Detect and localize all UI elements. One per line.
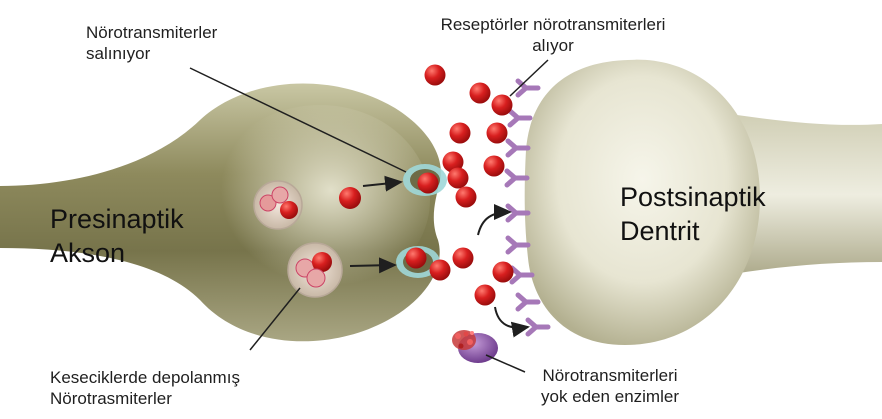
- label-vesicle-line1: Keseciklerde depolanmış: [50, 368, 240, 387]
- neurotransmitter-molecule: [442, 151, 464, 173]
- receptor: [504, 168, 530, 188]
- neurotransmitter-group: [405, 64, 514, 306]
- label-receptor-line1: Reseptörler nörotransmiterleri: [440, 15, 666, 34]
- arrow-vesicle-upper: [362, 175, 403, 192]
- label-vesicle: Keseciklerde depolanmış Nörotrasmiterler: [50, 367, 240, 409]
- neurotransmitter-molecule: [417, 172, 439, 194]
- label-receptor-line2: alıyor: [532, 36, 574, 55]
- label-receptor: Reseptörler nörotransmiterleri alıyor: [393, 14, 713, 56]
- neurotransmitter-molecule: [474, 284, 496, 306]
- label-release: Nörotransmiterler salınıyor: [86, 22, 217, 64]
- postsynaptic-dendrite: [524, 59, 882, 346]
- receptor: [505, 138, 531, 158]
- label-presynaptic-line1: Presinaptik: [50, 204, 184, 234]
- receptor-group: [504, 78, 551, 337]
- pointer-enzyme: [485, 354, 526, 373]
- label-enzyme-line2: yok eden enzimler: [541, 387, 679, 406]
- receptor: [515, 78, 541, 98]
- pointer-receptor: [509, 59, 549, 97]
- neurotransmitter-molecule: [491, 94, 513, 116]
- pointer-vesicle: [249, 287, 301, 351]
- label-presynaptic-line2: Akson: [50, 238, 126, 268]
- label-enzyme-line1: Nörotransmiterleri: [542, 366, 678, 385]
- pointer-release: [189, 67, 407, 173]
- label-postsynaptic: Postsinaptik Dentrit: [620, 180, 766, 248]
- receptor: [507, 108, 533, 128]
- neurotransmitter-molecule: [429, 259, 451, 281]
- neurotransmitter-molecule: [449, 122, 471, 144]
- arrow-vesicle-lower: [349, 257, 397, 274]
- vesicle-group-upper: [253, 180, 303, 230]
- vesicle-group-lower: [287, 242, 343, 298]
- label-presynaptic: Presinaptik Akson: [50, 202, 184, 270]
- receptor: [515, 292, 541, 312]
- neurotransmitter-molecule: [469, 82, 491, 104]
- enzyme: [452, 330, 498, 363]
- arrow-cleft-lower: [494, 306, 530, 338]
- label-release-line2: salınıyor: [86, 44, 151, 63]
- receptor: [505, 235, 531, 255]
- neurotransmitter-molecule: [452, 247, 474, 269]
- neurotransmitter-molecule: [492, 261, 514, 283]
- arrow-cleft-middle: [477, 204, 512, 236]
- neurotransmitter-molecule: [424, 64, 446, 86]
- label-postsynaptic-line1: Postsinaptik: [620, 182, 766, 212]
- receptor: [509, 265, 535, 285]
- vesicle-free: [339, 187, 361, 209]
- label-enzyme: Nörotransmiterleri yok eden enzimler: [505, 365, 715, 407]
- label-postsynaptic-line2: Dentrit: [620, 216, 700, 246]
- neurotransmitter-molecule: [405, 247, 427, 269]
- receptor: [525, 317, 551, 337]
- label-release-line1: Nörotransmiterler: [86, 23, 218, 42]
- neurotransmitter-molecule: [483, 155, 505, 177]
- neurotransmitter-molecule: [447, 167, 469, 189]
- neurotransmitter-molecule: [455, 186, 477, 208]
- neurotransmitter-molecule: [486, 122, 508, 144]
- label-vesicle-line2: Nörotrasmiterler: [50, 389, 172, 408]
